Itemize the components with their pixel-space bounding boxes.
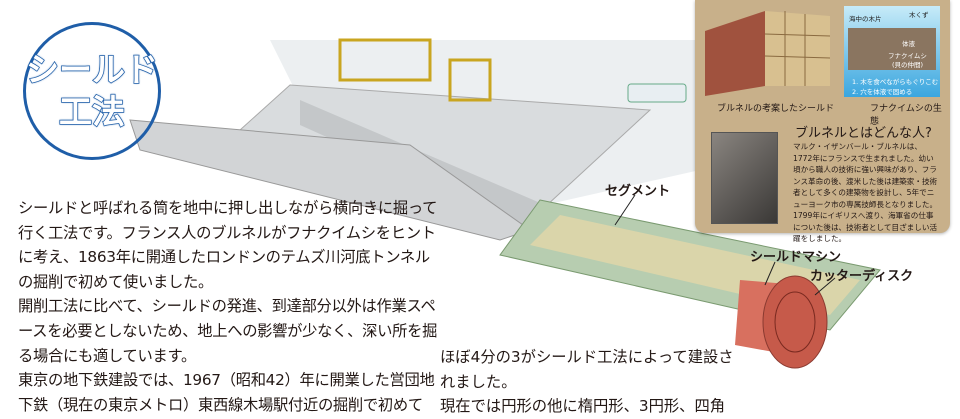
label-segment: セグメント [605, 184, 671, 199]
continued-line: ほぼ4分の3がシールド工法によって建設さ [440, 348, 734, 366]
caption-shipworm: フナクイムシの生態 [870, 104, 942, 127]
diagram-step: 2. 穴を体液で固める [852, 88, 913, 96]
brunel-info-panel: 海中の木片 木くず 体液 フナクイムシ (貝の仲間) 1. 木を食べながらもぐり… [695, 0, 950, 243]
continued-line: 現在では円形の他に楕円形、3円形、四角 [440, 397, 726, 416]
brunel-portrait [711, 132, 778, 224]
paragraph: 開削工法に比べて、シールドの発進、到達部分以外は作業スペースを必要としないため、… [18, 297, 438, 365]
label-cutter-disk: カッターディスク [810, 269, 914, 284]
body-text: シールドと呼ばれる筒を地中に押し出しながら横向きに掘って行く工法です。フランス人… [18, 196, 438, 417]
title-line1: シールド [25, 49, 159, 90]
continued-text: ほぼ4分の3がシールド工法によって建設さ れました。 現在では円形の他に楕円形、… [440, 345, 810, 419]
diagram-label: 木くず [909, 11, 929, 19]
brunel-bio: マルク・イザンバール・ブルネルは、1772年にフランスで生まれました。幼い頃から… [793, 142, 938, 243]
title-badge: シールド 工法 [23, 22, 161, 160]
panel-heading: ブルネルとはどんな人? [795, 126, 932, 141]
diagram-step: 1. 木を食べながらもぐりこむ [852, 78, 939, 86]
label-shield-machine: シールドマシン [750, 250, 842, 265]
brunel-shield-illustration [705, 11, 831, 96]
diagram-label: 海中の木片 [849, 15, 882, 23]
paragraph: シールドと呼ばれる筒を地中に押し出しながら横向きに掘って行く工法です。フランス人… [18, 199, 438, 291]
shipworm-diagram: 海中の木片 木くず 体液 フナクイムシ (貝の仲間) 1. 木を食べながらもぐり… [844, 6, 940, 97]
diagram-label: (貝の仲間) [892, 61, 924, 69]
title-line2: 工法 [58, 91, 126, 132]
diagram-label: 体液 [902, 40, 915, 48]
caption-shield: ブルネルの考案したシールド [717, 104, 835, 114]
diagram-label: フナクイムシ [888, 52, 927, 60]
shield-machine [735, 275, 828, 369]
continued-line: れました。 [440, 372, 517, 391]
paragraph: 東京の地下鉄建設では、1967（昭和42）年に開業した営団地下鉄（現在の東京メト… [18, 371, 435, 414]
